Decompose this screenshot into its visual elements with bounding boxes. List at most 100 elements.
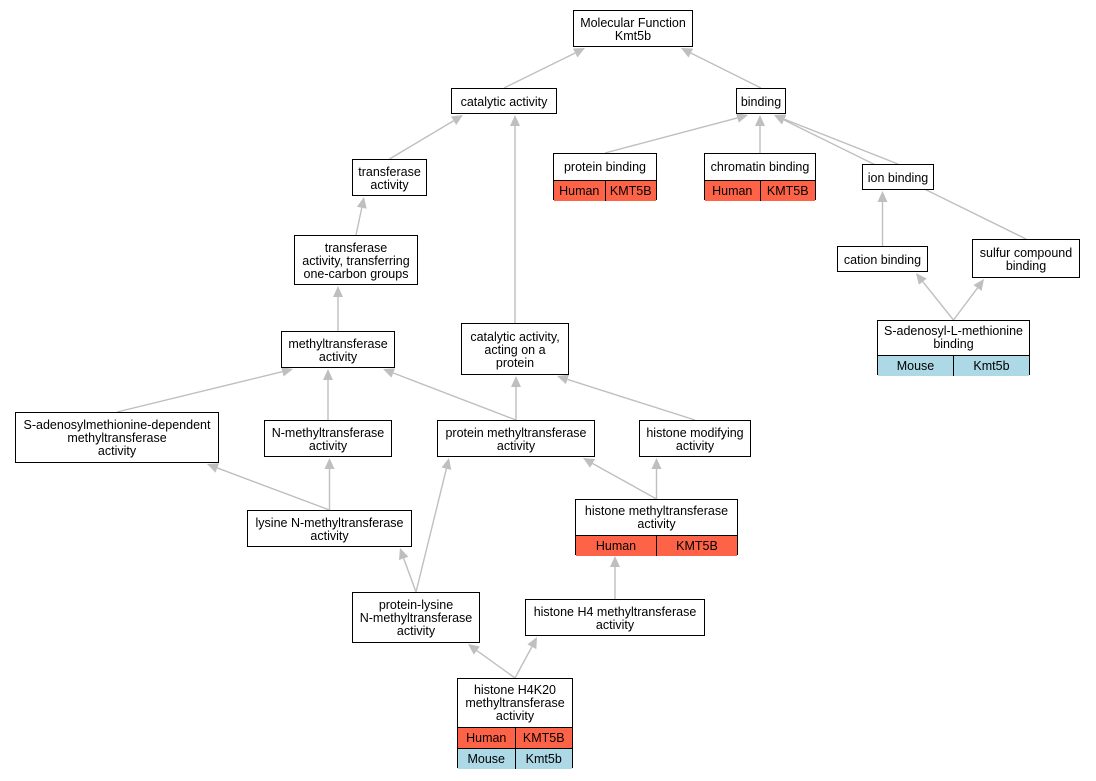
- arrowhead-bind: [736, 113, 748, 123]
- node-samdep[interactable]: S-adenosylmethionine-dependent methyltra…: [15, 412, 219, 463]
- species-cell: Human: [458, 728, 515, 748]
- edge-h4k20-to-pln: [476, 650, 516, 679]
- node-bind[interactable]: binding: [736, 88, 786, 114]
- arrowhead-cat: [451, 115, 463, 126]
- arrowhead-catprot: [557, 374, 570, 385]
- arrowhead-ionb: [877, 191, 888, 202]
- node-sulfur[interactable]: sulfur compound binding: [972, 239, 1080, 278]
- edge-cat-to-mf: [503, 52, 576, 89]
- arrowhead-sulfur: [973, 279, 984, 291]
- gene-cell: KMT5B: [759, 181, 815, 201]
- node-label: histone H4K20 methyltransferase activity: [465, 682, 565, 723]
- arrowhead-nmt: [324, 458, 335, 469]
- arrowhead-mf: [681, 48, 694, 58]
- arrowhead-lys: [398, 548, 409, 561]
- edge-pln-to-lys: [403, 558, 417, 593]
- edge-lys-to-samdep: [217, 467, 330, 511]
- node-label: cation binding: [843, 252, 922, 267]
- edge-pb-to-bind: [604, 117, 738, 154]
- edge-ionb-to-bind: [783, 118, 899, 165]
- edge-bind-to-mf: [690, 52, 762, 89]
- node-label: ion binding: [867, 170, 929, 185]
- node-trans[interactable]: transferase activity: [352, 159, 427, 196]
- edge-pln-to-pmt: [415, 468, 448, 593]
- node-label: histone modifying activity: [646, 425, 744, 453]
- node-label: S-adenosyl-L-methionine binding: [884, 324, 1023, 351]
- node-catprot[interactable]: catalytic activity, acting on a protein: [461, 323, 569, 375]
- arrowhead-pln: [468, 644, 480, 655]
- edge-h4k20-to-h4: [514, 646, 533, 679]
- node-catb[interactable]: cation binding: [837, 246, 928, 272]
- arrowhead-bind: [774, 115, 787, 125]
- node-label: protein methyltransferase activity: [445, 425, 587, 453]
- node-label: Molecular Function Kmt5b: [580, 15, 686, 43]
- node-cat[interactable]: catalytic activity: [451, 88, 557, 114]
- species-cell: Human: [576, 536, 656, 556]
- node-h4k20[interactable]: histone H4K20 methyltransferase activity…: [457, 678, 573, 769]
- arrowhead-cat: [510, 115, 520, 126]
- edge-sam-to-sulfur: [952, 287, 979, 321]
- species-cell: Mouse: [458, 749, 515, 769]
- node-pln[interactable]: protein-lysine N-methyltransferase activ…: [352, 592, 480, 643]
- arrowhead-mt: [383, 368, 396, 378]
- node-label: sulfur compound binding: [979, 245, 1073, 273]
- arrowhead-mt: [323, 369, 333, 380]
- node-label: methyltransferase activity: [288, 336, 388, 364]
- arrowhead-h4: [527, 637, 537, 650]
- species-cell: Mouse: [878, 356, 953, 376]
- node-label: catalytic activity, acting on a protein: [470, 329, 560, 370]
- gene-cell: KMT5B: [514, 728, 572, 748]
- node-label: transferase activity, transferring one-c…: [302, 240, 410, 281]
- node-label: histone methyltransferase activity: [584, 503, 729, 531]
- edge-sam-to-catb: [922, 281, 955, 321]
- node-label: histone H4 methyltransferase activity: [533, 604, 697, 632]
- edge-tone-to-trans: [355, 207, 363, 236]
- arrowhead-catprot: [511, 376, 521, 387]
- edge-samdep-to-mt: [116, 370, 283, 413]
- edge-hmod-to-catprot: [567, 378, 696, 421]
- arrowhead-trans: [356, 197, 367, 209]
- node-tone[interactable]: transferase activity, transferring one-c…: [294, 235, 418, 285]
- node-pmt[interactable]: protein methyltransferase activity: [437, 420, 595, 457]
- gene-cell: KMT5B: [656, 536, 737, 556]
- edge-trans-to-cat: [389, 120, 454, 160]
- gene-cell: KMT5B: [604, 181, 656, 201]
- node-mt[interactable]: methyltransferase activity: [281, 331, 395, 368]
- node-label: binding: [740, 94, 782, 109]
- arrowhead-pmt: [441, 458, 452, 470]
- arrowhead-samdep: [207, 463, 220, 473]
- node-mf[interactable]: Molecular Function Kmt5b: [573, 10, 693, 47]
- node-nmt[interactable]: N-methyltransferase activity: [264, 420, 392, 457]
- edge-pmt-to-mt: [392, 372, 517, 421]
- arrowhead-mt: [281, 366, 293, 377]
- arrowhead-mf: [572, 48, 585, 58]
- arrowhead-tone: [333, 286, 343, 297]
- node-label: N-methyltransferase activity: [271, 425, 385, 453]
- species-cell: Human: [554, 181, 605, 201]
- node-ionb[interactable]: ion binding: [862, 164, 934, 190]
- node-hmod[interactable]: histone modifying activity: [639, 420, 751, 457]
- node-label: lysine N-methyltransferase activity: [255, 515, 404, 543]
- arrowhead-hmt: [610, 556, 620, 567]
- arrowhead-hmod: [651, 458, 662, 469]
- node-label: catalytic activity: [460, 94, 548, 109]
- node-lys[interactable]: lysine N-methyltransferase activity: [247, 510, 412, 547]
- node-h4[interactable]: histone H4 methyltransferase activity: [525, 599, 705, 636]
- node-label: chromatin binding: [710, 159, 810, 174]
- species-cell: Human: [705, 181, 760, 201]
- node-label: protein-lysine N-methyltransferase activ…: [359, 598, 473, 638]
- arrowhead-bind: [755, 115, 765, 126]
- arrowhead-catb: [916, 273, 927, 285]
- arrowhead-pmt: [583, 458, 596, 468]
